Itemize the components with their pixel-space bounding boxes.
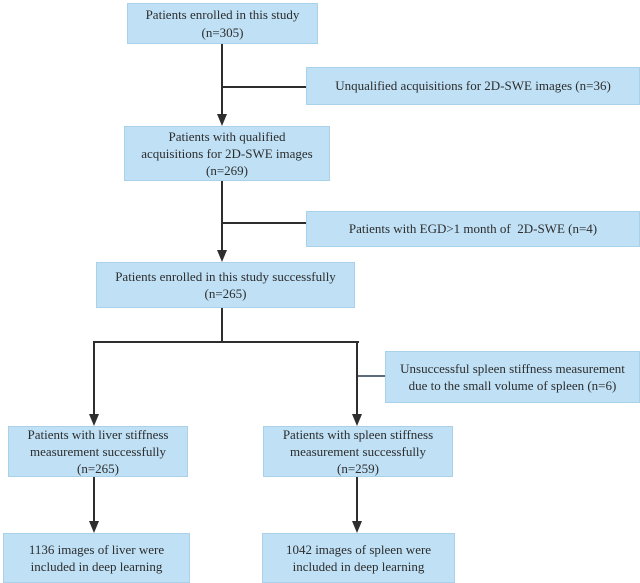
connector-stem-to-split [221, 308, 223, 343]
node-text-line: included in deep learning [292, 559, 425, 574]
node-text-line: 1042 images of spleen were [285, 541, 432, 557]
node-text-line: measurement successfully [289, 443, 427, 459]
connector-enrolled-to-qualified [221, 44, 223, 115]
node-enrolled-successfully: Patients enrolled in this study successf… [96, 262, 355, 308]
connector-qualified-to-enrolled-success [221, 181, 223, 251]
arrow-down-icon [217, 250, 227, 262]
node-text-line: measurement successfully [29, 443, 167, 459]
node-text-line: Patients with EGD>1 month of 2D-SWE (n=4… [348, 221, 598, 237]
connector-liver-to-images [93, 477, 95, 522]
connector-split-to-liver [93, 341, 95, 415]
connector-split-horizontal [93, 341, 359, 343]
node-text-line: included in deep learning [30, 559, 163, 574]
node-liver-images: 1136 images of liver were included in de… [3, 533, 190, 583]
arrow-down-icon [352, 521, 362, 533]
node-unqualified-acquisitions: Unqualified acquisitions for 2D-SWE imag… [306, 67, 640, 105]
node-text-line: Patients enrolled in this study [145, 7, 300, 23]
node-liver-stiffness-success: Patients with liver stiffness measuremen… [8, 426, 188, 477]
arrow-down-icon [89, 521, 99, 533]
node-egd-excluded: Patients with EGD>1 month of 2D-SWE (n=4… [306, 211, 640, 247]
node-text-line: Patients with qualified [168, 128, 286, 144]
connector-stub-spleen-fail [358, 375, 385, 377]
node-text-line: (n=259) [337, 461, 379, 477]
connector-stub-egd [222, 222, 306, 224]
node-text-line: Patients with spleen stiffness [282, 426, 434, 442]
node-text-line: due to the small volume of spleen (n=6) [408, 378, 617, 393]
connector-split-to-spleen [356, 341, 358, 415]
node-spleen-images: 1042 images of spleen were included in d… [262, 533, 455, 583]
connector-spleen-to-images [356, 477, 358, 522]
node-spleen-stiffness-success: Patients with spleen stiffness measureme… [263, 426, 453, 477]
arrow-down-icon [352, 414, 362, 426]
connector-stub-unqualified [222, 86, 306, 88]
node-text-line: Unqualified acquisitions for 2D-SWE imag… [335, 78, 611, 94]
arrow-down-icon [217, 114, 227, 126]
node-text-line: acquisitions for 2D-SWE images [141, 145, 313, 161]
node-text-line: Patients with liver stiffness [27, 426, 169, 442]
node-text-line: (n=265) [77, 461, 119, 477]
node-text-line: Patients enrolled in this study successf… [115, 268, 336, 284]
node-text-line: (n=269) [206, 163, 248, 179]
node-text-line: 1136 images of liver were [28, 541, 165, 557]
node-text-line: Unsuccessful spleen stiffness measuremen… [400, 360, 625, 376]
arrow-down-icon [89, 414, 99, 426]
node-text-line: (n=265) [204, 286, 247, 301]
node-qualified-acquisitions: Patients with qualified acquisitions for… [124, 126, 330, 181]
node-patients-enrolled: Patients enrolled in this study (n=305) [127, 3, 318, 44]
node-spleen-measurement-failed: Unsuccessful spleen stiffness measuremen… [385, 351, 640, 403]
node-text-line: (n=305) [201, 24, 244, 40]
